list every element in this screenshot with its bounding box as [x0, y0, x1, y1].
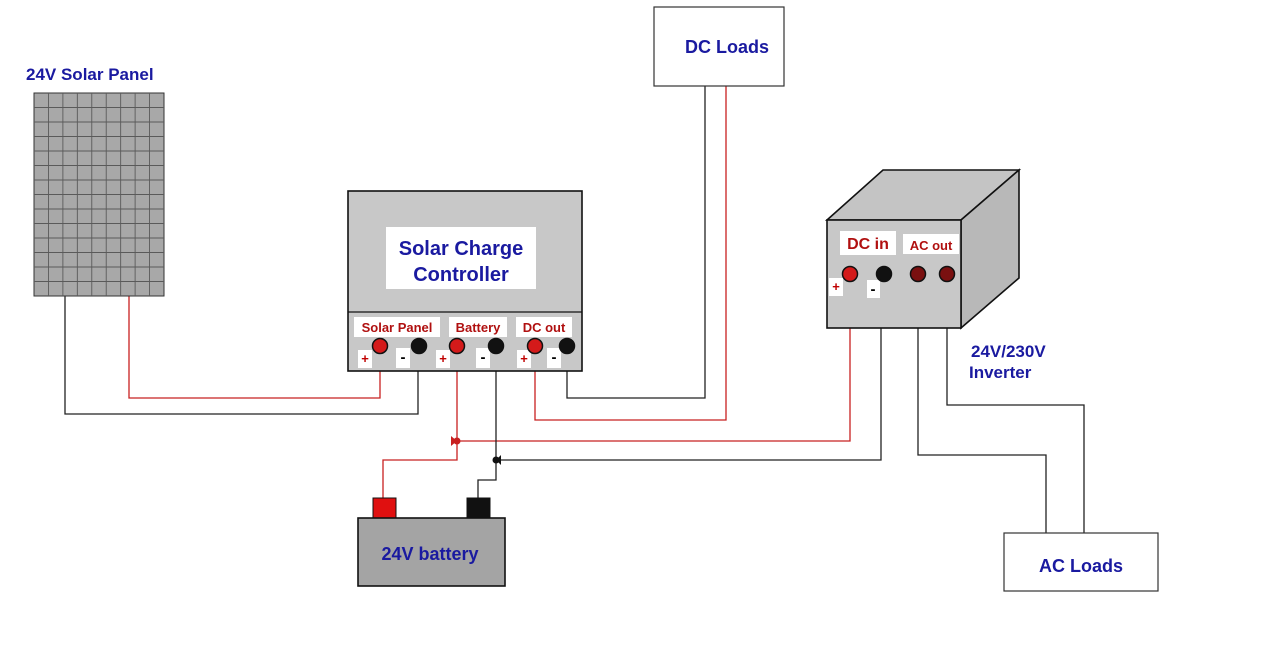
charge-controller: Solar Charge Controller Solar Panel Batt… — [347, 190, 583, 372]
inverter-title-line2: Inverter — [969, 363, 1032, 382]
sign-dcout-minus: - — [552, 349, 557, 366]
dc-loads: DC Loads — [653, 6, 785, 87]
sign-box-solar-minus — [396, 348, 410, 368]
terminal-label-box-solar — [354, 317, 440, 337]
terminal-dcout-negative — [558, 337, 576, 355]
inverter-terminal-dc-negative — [875, 265, 893, 283]
inverter-terminal-ac-2 — [938, 265, 956, 283]
battery-terminal-positive — [372, 497, 397, 520]
wire-solar-positive — [128, 296, 381, 399]
dc-loads-label: DC Loads — [685, 37, 769, 57]
controller-title-line1: Solar Charge — [399, 238, 523, 260]
solar-panel-grid — [34, 93, 164, 296]
terminal-solar-positive — [371, 337, 389, 355]
wire-inverter-negative — [496, 276, 882, 461]
junction-negative-arrow — [496, 455, 501, 465]
terminal-dcout-positive — [526, 337, 544, 355]
terminal-battery-negative — [487, 337, 505, 355]
terminal-label-battery: Battery — [456, 320, 502, 335]
inverter-sign-minus: - — [871, 281, 876, 298]
sign-box-battery-minus — [476, 348, 490, 368]
wires — [64, 86, 1085, 533]
terminal-label-dc-out: DC out — [523, 320, 566, 335]
sign-solar-plus: + — [361, 351, 369, 366]
sign-battery-minus: - — [481, 349, 486, 366]
battery-label: 24V battery — [381, 544, 478, 564]
sign-dcout-plus: + — [520, 351, 528, 366]
inverter-ac-out-label: AC out — [910, 238, 953, 253]
terminal-battery-positive — [448, 337, 466, 355]
sign-box-dcout-minus — [547, 348, 561, 368]
inverter-sign-box-minus — [867, 280, 880, 298]
wire-inverter-positive — [457, 276, 851, 442]
inverter-terminal-dc-positive — [841, 265, 859, 283]
solar-panel: 24V Solar Panel — [26, 65, 165, 297]
wire-solar-negative — [64, 296, 419, 415]
wire-dcout-negative — [566, 86, 706, 399]
terminal-label-solar-panel: Solar Panel — [362, 320, 433, 335]
battery-terminal-negative — [466, 497, 491, 520]
wire-acout-2 — [946, 276, 1085, 533]
junctions — [451, 436, 501, 465]
wire-acout-1 — [917, 276, 1047, 533]
wire-dcout-positive — [534, 86, 727, 421]
sign-box-battery-plus — [436, 350, 450, 368]
sign-solar-minus: - — [401, 349, 406, 366]
inverter-dcin-label-box — [840, 231, 896, 255]
inverter-acout-label-box — [903, 234, 959, 254]
battery: 24V battery — [357, 497, 506, 587]
sign-battery-plus: + — [439, 351, 447, 366]
sign-box-dcout-plus — [517, 350, 531, 368]
controller-title-line2: Controller — [413, 264, 509, 286]
inverter-title-line1: 24V/230V — [971, 342, 1046, 361]
controller-title-box — [386, 227, 536, 289]
inverter-sign-plus: + — [832, 279, 840, 294]
ac-loads-box — [1003, 532, 1159, 592]
inverter-terminal-ac-1 — [909, 265, 927, 283]
sign-box-solar-plus — [358, 350, 372, 368]
battery-body — [357, 517, 506, 587]
inverter-dc-in-label: DC in — [847, 236, 889, 253]
dc-loads-box — [653, 6, 785, 87]
solar-panel-title: 24V Solar Panel — [26, 65, 154, 84]
terminal-label-box-battery — [449, 317, 507, 337]
inverter-sign-box-plus — [829, 278, 843, 296]
ac-loads-label: AC Loads — [1039, 556, 1123, 576]
ac-loads: AC Loads — [1003, 532, 1159, 592]
wire-battery-positive — [382, 348, 458, 498]
terminal-label-box-dcout — [516, 317, 572, 337]
terminal-solar-negative — [410, 337, 428, 355]
wire-battery-negative — [477, 348, 497, 498]
junction-positive-arrow — [451, 436, 457, 446]
inverter: DC in AC out + - 24V/230V Inverter — [824, 168, 1046, 382]
